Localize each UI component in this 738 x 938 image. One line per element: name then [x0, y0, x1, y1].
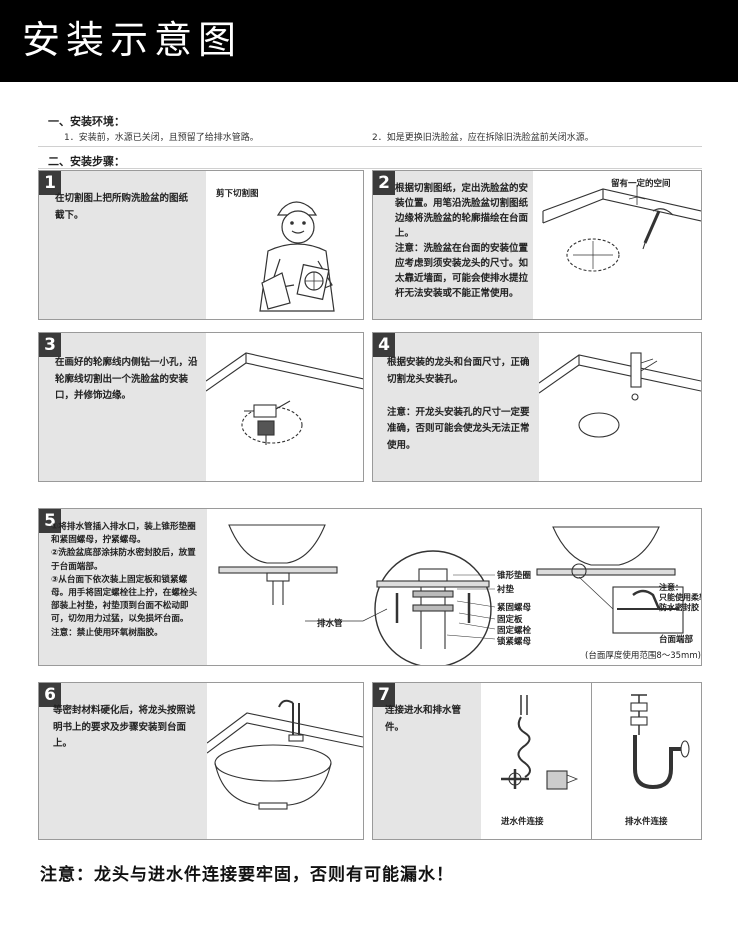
step-text-area: 7 连接进水和排水管件。: [373, 683, 481, 839]
drain-assembly-drawing: [218, 524, 684, 665]
label-leave-space: 留有一定的空间: [611, 179, 671, 189]
label-fixing-plate: 固定板: [497, 615, 523, 625]
step-2-panel: 2 根据切割图纸，定出洗脸盆的安装位置。用笔沿洗脸盆切割图纸边缘将洗脸盆的轮廓描…: [372, 170, 702, 320]
step-4-panel: 4 根据安装的龙头和台面尺寸，正确切割龙头安装孔。 注意：开龙头安装孔的尺寸一定…: [372, 332, 702, 482]
label-note-line-1: 只能使用柔软的: [659, 593, 701, 602]
step-2-text: 根据切割图纸，定出洗脸盆的安装位置。用笔沿洗脸盆切割图纸边缘将洗脸盆的轮廓描绘在…: [395, 181, 531, 301]
step-5-illustration: 锥形垫圈 衬垫 紧固螺母 固定板 固定螺栓 锁紧螺母 排水管 注意： 只能使用柔…: [207, 509, 701, 665]
page-title: 安装示意图: [22, 18, 243, 62]
step-number: 6: [39, 683, 61, 707]
divider: [38, 168, 702, 169]
worker-illustration: [259, 201, 335, 312]
label-fastening-nut: 紧固螺母: [497, 603, 532, 613]
countertop-outline-drawing: [542, 185, 701, 272]
label-inlet-connection: 进水件连接: [501, 817, 544, 827]
step-2-note: 洗脸盆在台面的安装位置应考虑到须安装龙头的尺寸。如太靠近墙面，可能会使排水提拉杆…: [395, 243, 529, 299]
step-4-note-keyword: 注意：: [387, 406, 416, 418]
divider: [38, 146, 702, 147]
faucet-hole-drawing: [539, 352, 701, 438]
step-1-text: 在切割图上把所购洗脸盆的图纸截下。: [55, 193, 189, 221]
footer-warning: 注意：龙头与进水件连接要牢固，否则有可能漏水！: [40, 865, 454, 885]
step-text-area: 6 等密封材料硬化后，将龙头按照说明书上的要求及步骤安装到台面上。: [39, 683, 207, 839]
step-number: 2: [373, 171, 395, 195]
label-note-keyword: 注意：: [659, 583, 683, 592]
step-1-illustration: 剪下切割图: [206, 171, 363, 319]
step-4-note: 开龙头安装孔的尺寸一定要准确，否则可能会使龙头无法正常使用。: [387, 406, 530, 451]
env-item-1: 1．安装前，水源已关闭，且预留了给排水管路。: [64, 133, 259, 143]
label-note-sealant: 注意： 只能使用柔软的 防水密封胶: [659, 583, 701, 613]
step-1-panel: 1 在切割图上把所购洗脸盆的图纸截下。 剪下切割图: [38, 170, 364, 320]
step-7-panel: 7 连接进水和排水管件。 进水件连接 排水件连接: [372, 682, 702, 840]
step-5-note-keyword: 注意：: [51, 627, 77, 638]
label-fixing-bolt: 固定螺栓: [497, 626, 532, 636]
label-countertop-edge: 台面端部: [659, 635, 694, 645]
step-3-panel: 3 在画好的轮廓线内侧钻一小孔，沿轮廓线切割出一个洗脸盆的安装口，并修饰边缘。: [38, 332, 364, 482]
divider: [591, 683, 592, 839]
step-4-main: 根据安装的龙头和台面尺寸，正确切割龙头安装孔。: [387, 357, 530, 385]
step-4-illustration: [539, 333, 701, 481]
env-heading: 一、安装环境：: [48, 115, 125, 128]
step-number: 7: [373, 683, 395, 707]
step-text-area: 4 根据安装的龙头和台面尺寸，正确切割龙头安装孔。 注意：开龙头安装孔的尺寸一定…: [373, 333, 539, 481]
step-7-illustration: 进水件连接 排水件连接: [481, 683, 701, 839]
label-gasket: 衬垫: [497, 585, 515, 595]
label-drain-pipe: 排水管: [317, 619, 343, 629]
step-2-illustration: 留有一定的空间: [533, 171, 701, 319]
step-5-note: 禁止使用环氧树脂胶。: [76, 627, 163, 638]
label-drain-connection: 排水件连接: [625, 817, 668, 827]
steps-heading: 二、安装步骤：: [48, 155, 125, 168]
pipe-connections-drawing: [501, 694, 690, 790]
step-3-text: 在画好的轮廓线内侧钻一小孔，沿轮廓线切割出一个洗脸盆的安装口，并修饰边缘。: [55, 357, 198, 401]
label-cut-template: 剪下切割图: [216, 189, 259, 199]
step-6-illustration: [207, 683, 363, 839]
step-4-text: 根据安装的龙头和台面尺寸，正确切割龙头安装孔。 注意：开龙头安装孔的尺寸一定要准…: [387, 355, 535, 454]
step-5-item-1: ①将排水管插入排水口，装上锥形垫圈和紧固螺母，拧紧螺母。: [51, 522, 196, 546]
step-5-item-3: ③从台面下依次装上固定板和锁紧螺母。用手将固定螺栓往上拧，在螺栓头部装上衬垫，衬…: [51, 574, 198, 625]
step-number: 5: [39, 509, 61, 533]
step-text-area: 3 在画好的轮廓线内侧钻一小孔，沿轮廓线切割出一个洗脸盆的安装口，并修饰边缘。: [39, 333, 206, 481]
title-bar: 安装示意图: [0, 0, 738, 82]
step-text-area: 1 在切割图上把所购洗脸盆的图纸截下。: [39, 171, 206, 319]
step-number: 3: [39, 333, 61, 357]
label-thickness-range: (台面厚度使用范围8～35mm): [585, 651, 701, 661]
step-number: 1: [39, 171, 61, 195]
step-3-illustration: [206, 333, 363, 481]
label-lock-nut: 锁紧螺母: [497, 637, 532, 647]
step-6-panel: 6 等密封材料硬化后，将龙头按照说明书上的要求及步骤安装到台面上。: [38, 682, 364, 840]
step-5-panel: 5 ①将排水管插入排水口，装上锥形垫圈和紧固螺母，拧紧螺母。 ②洗脸盆底部涂抹防…: [38, 508, 702, 666]
label-note-line-2: 防水密封胶: [659, 603, 699, 612]
step-2-main: 根据切割图纸，定出洗脸盆的安装位置。用笔沿洗脸盆切割图纸边缘将洗脸盆的轮廓描绘在…: [395, 183, 529, 239]
step-number: 4: [373, 333, 395, 357]
step-text-area: 5 ①将排水管插入排水口，装上锥形垫圈和紧固螺母，拧紧螺母。 ②洗脸盆底部涂抹防…: [39, 509, 207, 665]
drilling-drawing: [206, 352, 363, 445]
step-7-text: 连接进水和排水管件。: [385, 705, 462, 733]
env-item-2: 2．如是更换旧洗脸盆，应在拆除旧洗脸盆前关闭水源。: [372, 133, 594, 143]
step-5-text: ①将排水管插入排水口，装上锥形垫圈和紧固螺母，拧紧螺母。 ②洗脸盆底部涂抹防水密…: [51, 521, 203, 640]
step-5-item-2: ②洗脸盆底部涂抹防水密封胶后，放置于台面端部。: [51, 548, 196, 572]
step-text-area: 2 根据切割图纸，定出洗脸盆的安装位置。用笔沿洗脸盆切割图纸边缘将洗脸盆的轮廓描…: [373, 171, 533, 319]
step-2-note-keyword: 注意：: [395, 243, 424, 254]
label-cone-washer: 锥形垫圈: [497, 571, 532, 581]
step-6-text: 等密封材料硬化后，将龙头按照说明书上的要求及步骤安装到台面上。: [53, 705, 196, 749]
basin-faucet-drawing: [207, 699, 363, 810]
